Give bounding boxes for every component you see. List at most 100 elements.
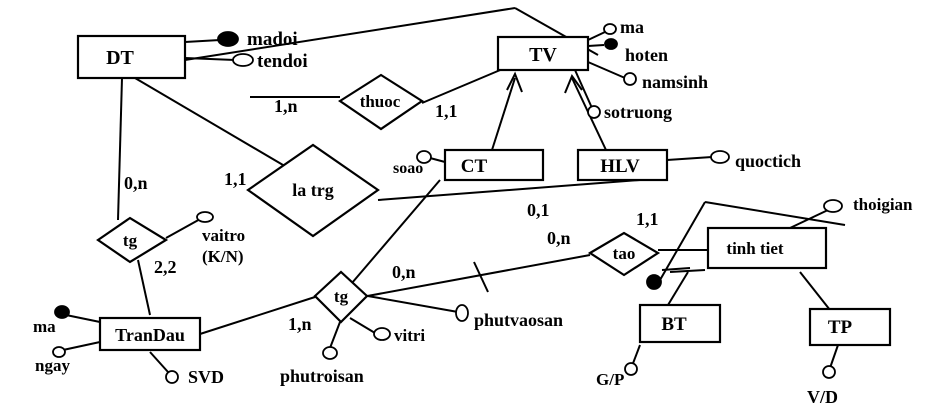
- stem-gp: [631, 344, 641, 367]
- marker-vaitro: [196, 211, 214, 223]
- line-dt-tgleft: [117, 77, 123, 221]
- key-marker-madoi: [217, 31, 239, 47]
- entity-ct[interactable]: CT: [443, 148, 545, 182]
- box-trandau: [98, 316, 202, 352]
- relationship-tg-mid[interactable]: tg: [313, 270, 369, 324]
- tv-label: TV: [529, 44, 557, 66]
- line-thuoc-tv: [421, 67, 506, 104]
- dt-label: DT: [106, 47, 134, 69]
- diamond-thuoc: [337, 73, 425, 131]
- attr-vaitro: vaitro: [202, 226, 245, 245]
- attribute-markers: [52, 23, 843, 384]
- trandau-label: TranDau: [115, 325, 185, 345]
- attr-tendoi: tendoi: [257, 51, 308, 72]
- line-tt-tp: [799, 271, 831, 311]
- attr-namsinh: namsinh: [642, 72, 708, 92]
- attr-ngay: ngay: [35, 356, 70, 375]
- arrow-hlv-tv: [564, 73, 583, 94]
- line-gen-top: [704, 201, 846, 226]
- card-tv-thuoc: 1,1: [435, 101, 458, 121]
- stem-namsinh: [587, 61, 626, 79]
- attr-quoctich: quoctich: [735, 151, 801, 171]
- key-marker-tinh-tiet: [646, 274, 662, 290]
- marker-vd: [822, 365, 836, 379]
- relationship-tao[interactable]: tao: [587, 231, 661, 277]
- relationship-la-trg[interactable]: la trg: [246, 143, 380, 238]
- marker-sotruong: [587, 105, 601, 119]
- box-tp: [808, 307, 892, 347]
- stem-soao: [429, 157, 446, 163]
- thuoc-label: thuoc: [360, 92, 401, 111]
- stem-phutroisan: [329, 321, 341, 349]
- la-trg-label: la trg: [292, 180, 333, 200]
- diamond-tao: [587, 231, 661, 277]
- marker-soao: [416, 150, 432, 164]
- marker-thoigian: [823, 199, 843, 213]
- connectors: [62, 7, 846, 373]
- line-tgleft-trandau: [137, 259, 151, 316]
- box-dt: [76, 34, 187, 80]
- tao-label: tao: [613, 244, 636, 263]
- marker-tv-ma: [603, 23, 617, 35]
- tp-label: TP: [828, 317, 853, 338]
- attr-hoten: hoten: [625, 45, 668, 65]
- relationship-tg-left[interactable]: tg: [96, 216, 169, 264]
- card-dt-latrg: 1,1: [224, 169, 247, 189]
- card-td-tg: 2,2: [154, 257, 177, 277]
- card-ct-tgmid: 0,n: [392, 262, 416, 282]
- entity-hlv[interactable]: HLV: [576, 148, 669, 182]
- entity-dt[interactable]: DT: [76, 34, 187, 80]
- diamond-tg-mid: [313, 270, 369, 324]
- ct-label: CT: [461, 156, 488, 177]
- key-marker-td-ma: [54, 305, 70, 319]
- line-ct-tv: [491, 77, 516, 151]
- attr-td-ma: ma: [33, 317, 56, 336]
- arrow-ct-tv: [506, 71, 523, 93]
- tg-mid-label: tg: [334, 287, 349, 306]
- line-trandau-tgmid: [199, 296, 316, 335]
- box-hlv: [576, 148, 669, 182]
- bt-label: BT: [661, 314, 687, 335]
- box-ct: [443, 148, 545, 182]
- attr-gp: G/P: [596, 370, 624, 389]
- stem-tv-ma: [587, 31, 606, 41]
- key-marker-hoten: [604, 38, 618, 50]
- attr-thoigian: thoigian: [853, 195, 913, 214]
- hlv-label: HLV: [600, 156, 640, 177]
- attr-sotruong: sotruong: [604, 102, 672, 122]
- marker-gp: [624, 362, 638, 376]
- entity-tinh-tiet[interactable]: tinh tiet: [706, 226, 828, 270]
- card-dt-thuoc: 1,n: [274, 96, 298, 116]
- line-latrg-hlv: [377, 179, 641, 201]
- tinh-tiet-label: tinh tiet: [726, 239, 783, 258]
- entity-tp[interactable]: TP: [808, 307, 892, 347]
- attr-phutvaosan: phutvaosan: [474, 310, 563, 330]
- entity-tv[interactable]: TV: [496, 35, 590, 72]
- attr-vitri: vitri: [394, 326, 425, 345]
- stem-vd: [829, 344, 839, 369]
- attr-vaitro-values: (K/N): [202, 247, 244, 266]
- stem-phutvaosan: [361, 294, 459, 313]
- line-gen-bt: [659, 201, 706, 281]
- stem-thoigian: [789, 209, 829, 229]
- stem-tendoi: [184, 57, 236, 61]
- line-bt-hook: [669, 269, 706, 273]
- stem-sotruong: [574, 69, 593, 109]
- entity-trandau[interactable]: TranDau: [98, 316, 202, 352]
- marker-quoctich: [710, 150, 730, 164]
- entity-bt[interactable]: BT: [638, 303, 722, 344]
- marker-phutroisan: [322, 346, 338, 360]
- attr-tv-ma: ma: [620, 17, 644, 37]
- stem-vitri: [349, 317, 376, 334]
- marker-ngay: [52, 346, 66, 358]
- line-tgmid-tao: [361, 254, 591, 298]
- stem-ngay: [62, 341, 101, 351]
- card-tao-right: 1,1: [636, 209, 659, 229]
- marker-phutvaosan: [455, 304, 469, 322]
- tick-mark: [473, 261, 489, 293]
- line-dt-top: [184, 7, 516, 61]
- relationship-thuoc[interactable]: thuoc: [337, 73, 425, 131]
- line-tt-bt: [667, 271, 689, 306]
- box-bt: [638, 303, 722, 344]
- card-tao-left: 0,n: [547, 228, 571, 248]
